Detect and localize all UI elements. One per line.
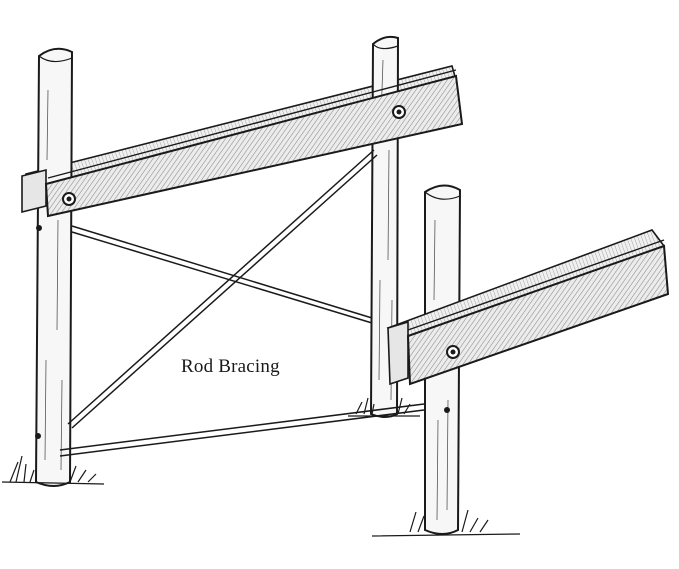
bolt — [450, 349, 456, 355]
bolt — [66, 196, 72, 202]
upper-rail — [21, 69, 464, 218]
bolt — [444, 407, 450, 413]
diagram-label: Rod Bracing — [181, 356, 280, 377]
rod — [59, 149, 425, 457]
bolt — [35, 433, 41, 439]
bolt — [396, 109, 402, 115]
left-post — [34, 47, 74, 487]
grass — [1, 397, 521, 537]
bolt — [36, 225, 42, 231]
lower-rail — [386, 229, 670, 386]
